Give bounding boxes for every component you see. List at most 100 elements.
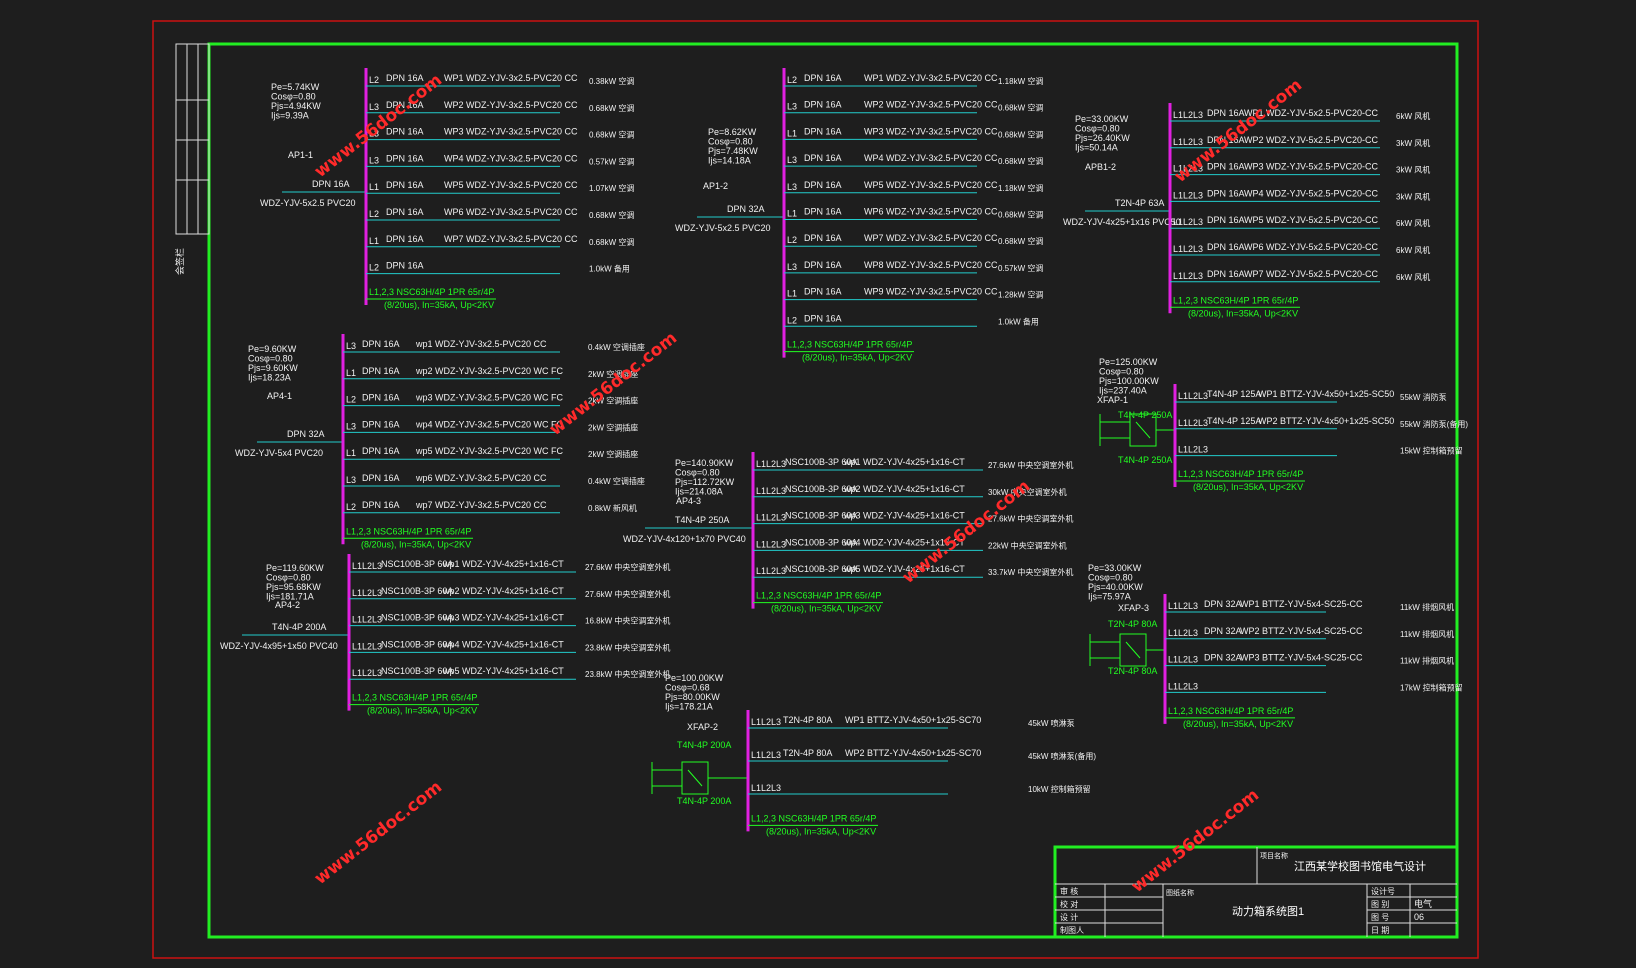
feeder-load: 10kW 控制箱预留 xyxy=(1028,784,1091,794)
panel-param: Ijs=214.08A xyxy=(675,487,723,497)
feeder-phase: L1L2L3 xyxy=(751,750,781,760)
feeder-load: 2kW 空调插座 xyxy=(588,369,638,379)
panel-param: Ijs=178.21A xyxy=(665,702,713,712)
incoming-cable: WDZ-YJV-5x2.5 PVC20 xyxy=(260,198,356,208)
feeder-load: 55kW 消防泵(备用) xyxy=(1400,419,1468,429)
feeder-cable: WP4 WDZ-YJV-3x2.5-PVC20 CC xyxy=(444,153,578,163)
feeder-breaker: DPN 16A xyxy=(804,153,842,163)
side-strip: 会签栏 xyxy=(174,43,210,275)
surge-protector: L1,2,3 NSC63H/4P 1PR 65r/4P(8/20us), In=… xyxy=(748,813,878,836)
panel-name: AP1-1 xyxy=(288,150,313,160)
spd-spec: L1,2,3 NSC63H/4P 1PR 65r/4P xyxy=(1173,295,1298,305)
feeder-cable: wp1 WDZ-YJV-4x25+1x16-CT xyxy=(442,559,564,569)
feeder-load: 11kW 排烟风机 xyxy=(1400,656,1454,666)
feeder-load: 0.4kW 空调插座 xyxy=(588,342,645,352)
feeder-phase: L1L2L3 xyxy=(751,717,781,727)
spd-spec: L1,2,3 NSC63H/4P 1PR 65r/4P xyxy=(369,287,494,297)
incoming-breaker: T4N-4P 250A xyxy=(675,515,729,525)
feeder-load: 17kW 控制箱预留 xyxy=(1400,682,1463,692)
feeder-phase: L2 xyxy=(787,75,797,85)
feeder-phase: L1L2L3 xyxy=(1173,110,1203,120)
title-block-right-label: 图 号 xyxy=(1371,913,1389,922)
feeder-phase: L1L2L3 xyxy=(1178,391,1208,401)
feeder-breaker: DPN 16A xyxy=(386,207,424,217)
feeder-load: 45kW 喷淋泵(备用) xyxy=(1028,751,1096,761)
feeder-load: 33.7kW 中央空调室外机 xyxy=(988,567,1073,577)
feeder-load: 55kW 消防泵 xyxy=(1400,392,1447,402)
feeder-cable: WP1 BTTZ-YJV-4x50+1x25-SC50 xyxy=(1258,389,1394,399)
spd-spec: L1,2,3 NSC63H/4P 1PR 65r/4P xyxy=(751,813,876,823)
feeder-breaker: DPN 16A xyxy=(804,233,842,243)
panel-ap1-2: AP1-2Pe=8.62KWCosφ=0.80Pjs=7.48KWIjs=14.… xyxy=(675,68,1043,363)
panel-param: Pe=5.74KW xyxy=(271,82,320,92)
title-block-row-label: 制图人 xyxy=(1060,925,1084,935)
spd-spec: L1,2,3 NSC63H/4P 1PR 65r/4P xyxy=(787,340,912,350)
feeder-load: 1.07kW 空调 xyxy=(589,183,634,193)
feeder-cable: wp4 WDZ-YJV-4x25+1x16-CT xyxy=(442,639,564,649)
panel-ap1-1: AP1-1Pe=5.74KWCosφ=0.80Pjs=4.94KWIjs=9.3… xyxy=(260,68,634,310)
feeder-phase: L3 xyxy=(346,341,356,351)
feeder-breaker: T4N-4P 125A xyxy=(1207,416,1261,426)
ats-contact xyxy=(1135,421,1151,439)
incoming-cable: WDZ-YJV-4x25+1x16 PVC50 xyxy=(1063,217,1181,227)
incoming-breaker: DPN 32A xyxy=(287,429,325,439)
feeder-load: 0.68kW 空调 xyxy=(998,129,1043,139)
feeder-cable: wp1 WDZ-YJV-4x25+1x16-CT xyxy=(843,457,965,467)
feeder-cable: WP1 WDZ-YJV-3x2.5-PVC20 CC xyxy=(444,73,578,83)
feeder-breaker: DPN 16A xyxy=(362,473,400,483)
feeder-cable: WP2 BTTZ-YJV-4x50+1x25-SC50 xyxy=(1258,416,1394,426)
panel-ap4-1: AP4-1Pe=9.60KWCosφ=0.80Pjs=9.60KWIjs=18.… xyxy=(235,334,645,549)
feeder-load: 0.68kW 空调 xyxy=(589,237,634,247)
spd-rating: (8/20us), In=35kA, Up<2KV xyxy=(802,353,912,363)
feeder-breaker: NSC100B-3P 60A xyxy=(381,639,453,649)
feeder-load: 6kW 风机 xyxy=(1396,245,1430,255)
feeder-breaker: DPN 16A xyxy=(804,126,842,136)
feeder-cable: wp5 WDZ-YJV-3x2.5-PVC20 WC FC xyxy=(415,446,564,456)
feeder-phase: L1 xyxy=(346,368,356,378)
feeder-load: 3kW 风机 xyxy=(1396,138,1430,148)
feeder-load: 2kW 空调插座 xyxy=(588,422,638,432)
feeder-cable: WP4 WDZ-YJV-5x2.5-PVC20-CC xyxy=(1244,188,1379,198)
feeder-load: 0.68kW 空调 xyxy=(589,130,634,140)
panel-param: Ijs=18.23A xyxy=(248,373,291,383)
feeder-breaker: T4N-4P 125A xyxy=(1207,389,1261,399)
feeder-cable: WP7 WDZ-YJV-5x2.5-PVC20-CC xyxy=(1244,269,1379,279)
feeder-load: 15kW 控制箱预留 xyxy=(1400,446,1463,456)
title-block-row-label: 审 核 xyxy=(1060,886,1078,896)
feeder-cable: wp3 WDZ-YJV-4x25+1x16-CT xyxy=(843,511,965,521)
spd-rating: (8/20us), In=35kA, Up<2KV xyxy=(1193,482,1303,492)
feeder-cable: wp3 WDZ-YJV-3x2.5-PVC20 WC FC xyxy=(415,393,564,403)
panel-param: Cosφ=0.80 xyxy=(675,468,720,478)
panel-param: Pjs=40.00KW xyxy=(1088,582,1143,592)
feeder-cable: WP2 WDZ-YJV-5x2.5-PVC20-CC xyxy=(1244,135,1379,145)
feeder-phase: L1L2L3 xyxy=(1168,681,1198,691)
feeder-load: 23.8kW 中央空调室外机 xyxy=(585,669,670,679)
feeder-breaker: DPN 16A xyxy=(386,73,424,83)
feeder-phase: L1L2L3 xyxy=(352,641,382,651)
panel-param: Cosφ=0.80 xyxy=(271,92,316,102)
feeder-breaker: DPN 16A xyxy=(386,261,424,271)
panel-xfap-3: XFAP-3Pe=33.00KWCosφ=0.80Pjs=40.00KWIjs=… xyxy=(1088,563,1463,729)
panel-xfap-1: XFAP-1Pe=125.00KWCosφ=0.80Pjs=100.00KWIj… xyxy=(1097,357,1468,492)
title-block-right-label: 图 别 xyxy=(1371,900,1389,909)
feeder-load: 1.18kW 空调 xyxy=(998,183,1043,193)
feeder-phase: L1 xyxy=(346,448,356,458)
title-block-right-value: 电气 xyxy=(1414,898,1432,909)
feeder-row: L1L2L3 17kW 控制箱预留 xyxy=(1165,681,1463,693)
feeder-load: 1.0kW 备用 xyxy=(589,264,630,274)
